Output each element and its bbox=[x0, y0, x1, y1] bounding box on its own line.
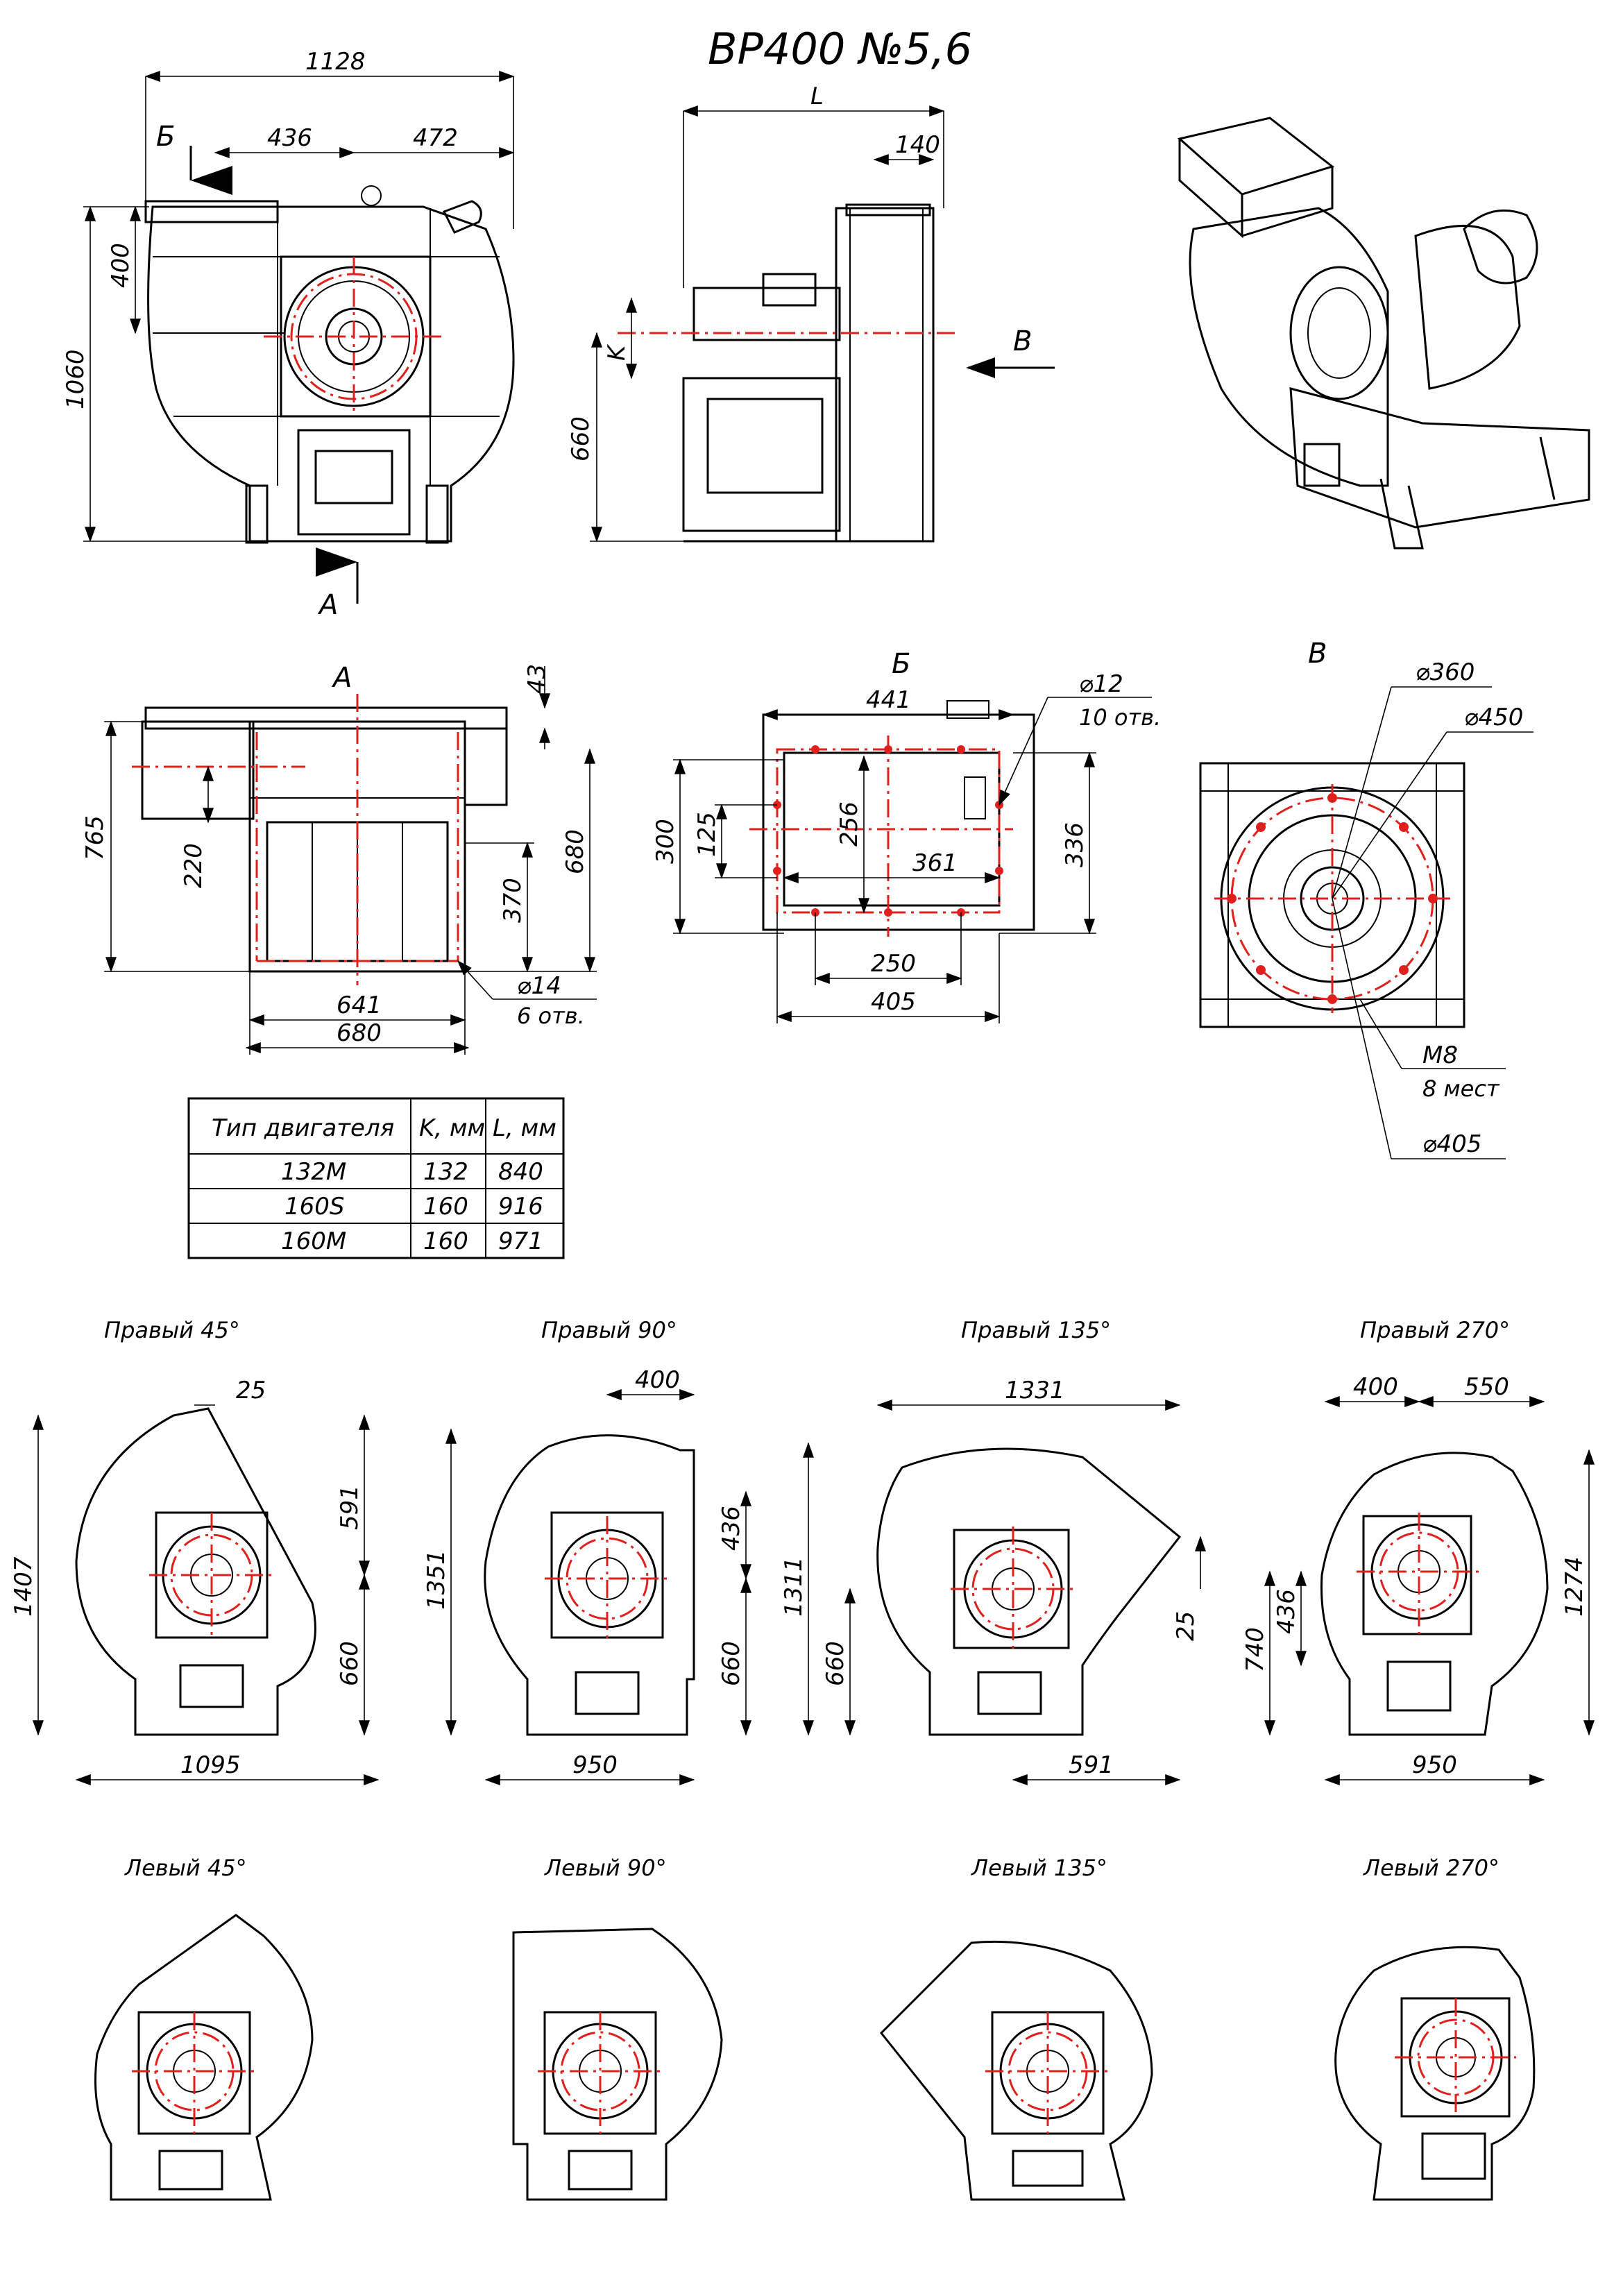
dim-side-axis: 660 bbox=[567, 416, 595, 461]
position-right-45: Правый 45° 1407 591 660 1095 25 bbox=[10, 1317, 380, 1785]
position-label: Левый 270° bbox=[1363, 1855, 1499, 1881]
position-left-90: Левый 90° bbox=[512, 1855, 723, 2201]
position-label: Правый 135° bbox=[961, 1317, 1111, 1343]
note-b-holes: ⌀12 bbox=[1079, 670, 1123, 698]
note-a-holes-count: 6 отв. bbox=[517, 1003, 585, 1029]
position-left-45: Левый 45° bbox=[94, 1855, 314, 2201]
dim-v-d405: ⌀405 bbox=[1422, 1130, 1481, 1158]
dim-b-256: 256 bbox=[835, 801, 863, 847]
table-cell: 840 bbox=[498, 1158, 543, 1186]
view-a: А 43 765 680 370 220 641 68 bbox=[81, 662, 597, 1055]
dim-r270-top-right: 550 bbox=[1464, 1373, 1509, 1401]
dim-r45-top: 25 bbox=[236, 1377, 266, 1404]
table-header-k: K, мм bbox=[419, 1114, 485, 1142]
table-cell: 160 bbox=[423, 1227, 468, 1255]
dim-r135-top: 1331 bbox=[1005, 1377, 1065, 1404]
dim-side-offset: 140 bbox=[895, 131, 940, 159]
view-b: Б 441 300 125 256 361 336 250 bbox=[652, 648, 1161, 1023]
arrow-v-label: В bbox=[1013, 325, 1032, 357]
note-v-thread-count: 8 мест bbox=[1422, 1075, 1500, 1102]
dim-r90-height: 1351 bbox=[423, 1549, 450, 1610]
arrow-b-label: Б bbox=[156, 121, 175, 153]
dim-r270-height: 1274 bbox=[1561, 1556, 1588, 1617]
dim-r270-width: 950 bbox=[1412, 1751, 1457, 1779]
dim-r90-width: 950 bbox=[572, 1751, 618, 1779]
dim-a-680h: 680 bbox=[337, 1019, 382, 1047]
dim-b-441: 441 bbox=[866, 686, 911, 714]
dim-a-top: 43 bbox=[523, 664, 551, 694]
dim-r135-width: 591 bbox=[1069, 1751, 1114, 1779]
note-v-thread: M8 bbox=[1422, 1041, 1458, 1069]
dim-r135-right: 25 bbox=[1172, 1611, 1200, 1641]
position-label: Правый 90° bbox=[541, 1317, 677, 1343]
view-v: В ⌀360 ⌀450 M8 8 мест ⌀405 bbox=[1199, 638, 1533, 1159]
dim-front-width: 1128 bbox=[305, 48, 366, 76]
note-b-holes-count: 10 отв. bbox=[1079, 704, 1161, 731]
dim-a-220: 220 bbox=[180, 843, 207, 888]
note-a-holes: ⌀14 bbox=[517, 972, 561, 1000]
position-right-270: Правый 270° 400 550 436 740 1274 950 bbox=[1241, 1317, 1595, 1785]
table-header-motor: Тип двигателя bbox=[212, 1114, 394, 1142]
dim-b-300: 300 bbox=[652, 819, 679, 864]
table-cell: 160M bbox=[281, 1227, 346, 1255]
dim-r270-top-left: 400 bbox=[1353, 1373, 1398, 1401]
dim-front-outlet: 400 bbox=[107, 243, 135, 288]
dim-b-125: 125 bbox=[693, 812, 721, 857]
table-cell: 160 bbox=[423, 1193, 468, 1221]
dim-front-right: 472 bbox=[413, 124, 458, 152]
view-a-label: А bbox=[331, 662, 352, 694]
dim-side-length: L bbox=[810, 83, 824, 110]
dim-b-405: 405 bbox=[871, 988, 916, 1016]
position-left-135: Левый 135° bbox=[879, 1855, 1153, 2201]
table-cell: 132M bbox=[281, 1158, 346, 1186]
dim-r270-mid: 436 bbox=[1273, 1589, 1300, 1634]
dim-a-641: 641 bbox=[337, 992, 382, 1019]
isometric-view bbox=[1177, 117, 1590, 550]
table-cell: 160S bbox=[284, 1193, 344, 1221]
dim-r45-low: 660 bbox=[336, 1641, 364, 1686]
arrow-a-label: А bbox=[317, 589, 338, 621]
dim-r90-low: 660 bbox=[717, 1641, 745, 1686]
dim-r45-height: 1407 bbox=[10, 1556, 37, 1617]
front-view: 1128 436 472 400 1060 Б А bbox=[62, 48, 515, 621]
dim-r45-right: 591 bbox=[336, 1485, 364, 1530]
dim-front-height: 1060 bbox=[62, 349, 90, 409]
dim-v-d360: ⌀360 bbox=[1416, 658, 1475, 686]
dim-r45-width: 1095 bbox=[180, 1751, 241, 1779]
dim-a-765: 765 bbox=[81, 815, 109, 860]
view-v-label: В bbox=[1308, 638, 1327, 670]
dim-b-336: 336 bbox=[1061, 822, 1089, 867]
dim-a-680v: 680 bbox=[561, 829, 589, 874]
position-label: Левый 135° bbox=[971, 1855, 1107, 1881]
table-cell: 916 bbox=[498, 1193, 543, 1221]
dim-r90-top: 400 bbox=[635, 1366, 680, 1394]
dim-v-d450: ⌀450 bbox=[1464, 704, 1523, 731]
drawing-title: ВР400 №5,6 bbox=[708, 24, 972, 74]
position-label: Правый 45° bbox=[104, 1317, 240, 1343]
dim-b-361: 361 bbox=[912, 849, 958, 877]
dim-r135-height: 1311 bbox=[780, 1556, 808, 1617]
table-cell: 132 bbox=[423, 1158, 468, 1186]
dim-r135-low: 660 bbox=[822, 1641, 849, 1686]
side-view: L 140 K 660 В bbox=[567, 83, 1055, 543]
dim-front-left: 436 bbox=[267, 124, 312, 152]
position-left-270: Левый 270° bbox=[1334, 1855, 1536, 2201]
position-right-90: Правый 90° 1351 400 436 660 950 bbox=[423, 1317, 751, 1785]
dim-side-k: K bbox=[603, 343, 631, 361]
dim-a-370: 370 bbox=[499, 878, 527, 923]
position-label: Левый 90° bbox=[544, 1855, 667, 1881]
table-header-l: L, мм bbox=[493, 1114, 556, 1142]
position-right-135: Правый 135° 1311 1331 25 660 591 bbox=[780, 1317, 1206, 1785]
dim-r270-low: 740 bbox=[1241, 1627, 1269, 1672]
dim-r90-right: 436 bbox=[717, 1506, 745, 1551]
dim-b-250: 250 bbox=[871, 950, 916, 978]
motor-table: Тип двигателя K, мм L, мм 132M 132 840 1… bbox=[187, 1097, 565, 1259]
position-label: Левый 45° bbox=[124, 1855, 247, 1881]
position-label: Правый 270° bbox=[1360, 1317, 1510, 1343]
view-b-label: Б bbox=[892, 648, 910, 680]
table-cell: 971 bbox=[498, 1227, 543, 1255]
